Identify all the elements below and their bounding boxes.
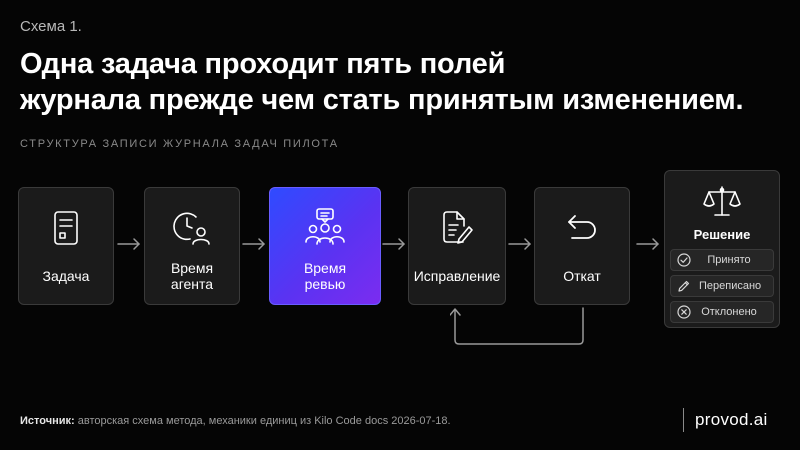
source-note: Источник: авторская схема метода, механи…	[20, 415, 451, 427]
decision-option-accepted: Принято	[670, 249, 774, 271]
title-line-2: журнала прежде чем стать принятым измене…	[20, 84, 744, 116]
step-label: Время ревью	[270, 260, 380, 292]
step-rollback: Откат	[534, 187, 630, 305]
x-circle-icon	[677, 305, 691, 319]
step-label: Задача	[42, 268, 90, 284]
step-task: Задача	[18, 187, 114, 305]
decision-option-label: Отклонено	[701, 306, 757, 318]
document-icon	[44, 206, 88, 250]
scales-icon	[702, 183, 742, 219]
step-label-line-1: Время	[170, 260, 214, 276]
decision-box: Решение Принято Переписано Отклонено	[664, 170, 780, 328]
feedback-loop-arrow-icon	[450, 307, 584, 345]
step-label-line-1: Время	[303, 260, 347, 276]
step-label: Откат	[563, 268, 601, 284]
page-title: Одна задача проходит пять полей журнала …	[20, 46, 790, 118]
figure-number: Схема 1.	[20, 18, 82, 35]
source-label: Источник:	[20, 415, 75, 427]
diagram-subtitle: СТРУКТУРА ЗАПИСИ ЖУРНАЛА ЗАДАЧ ПИЛОТА	[20, 138, 339, 150]
decision-option-label: Переписано	[699, 280, 762, 292]
arrow-right-icon	[635, 236, 661, 252]
brand-logo: provod.ai	[695, 410, 768, 429]
edit-document-icon	[435, 206, 479, 250]
step-label: Время агента	[145, 260, 239, 292]
team-review-icon	[303, 206, 347, 250]
step-review-time: Время ревью	[269, 187, 381, 305]
decision-option-rewritten: Переписано	[670, 275, 774, 297]
step-agent-time: Время агента	[144, 187, 240, 305]
pencil-icon	[677, 279, 691, 293]
arrow-right-icon	[381, 236, 407, 252]
step-fix: Исправление	[408, 187, 506, 305]
footer-divider	[683, 408, 684, 432]
undo-icon	[560, 206, 604, 250]
arrow-right-icon	[116, 236, 142, 252]
decision-title: Решение	[693, 227, 751, 242]
decision-option-label: Принято	[707, 254, 751, 266]
arrow-right-icon	[241, 236, 267, 252]
step-label-line-2: агента	[170, 276, 214, 292]
clock-person-icon	[170, 206, 214, 250]
check-circle-icon	[677, 253, 691, 267]
source-text: авторская схема метода, механики единиц …	[74, 415, 451, 427]
step-label-line-2: ревью	[304, 276, 346, 292]
title-line-1: Одна задача проходит пять полей	[20, 48, 506, 80]
decision-option-rejected: Отклонено	[670, 301, 774, 323]
arrow-right-icon	[507, 236, 533, 252]
step-label: Исправление	[413, 268, 501, 284]
